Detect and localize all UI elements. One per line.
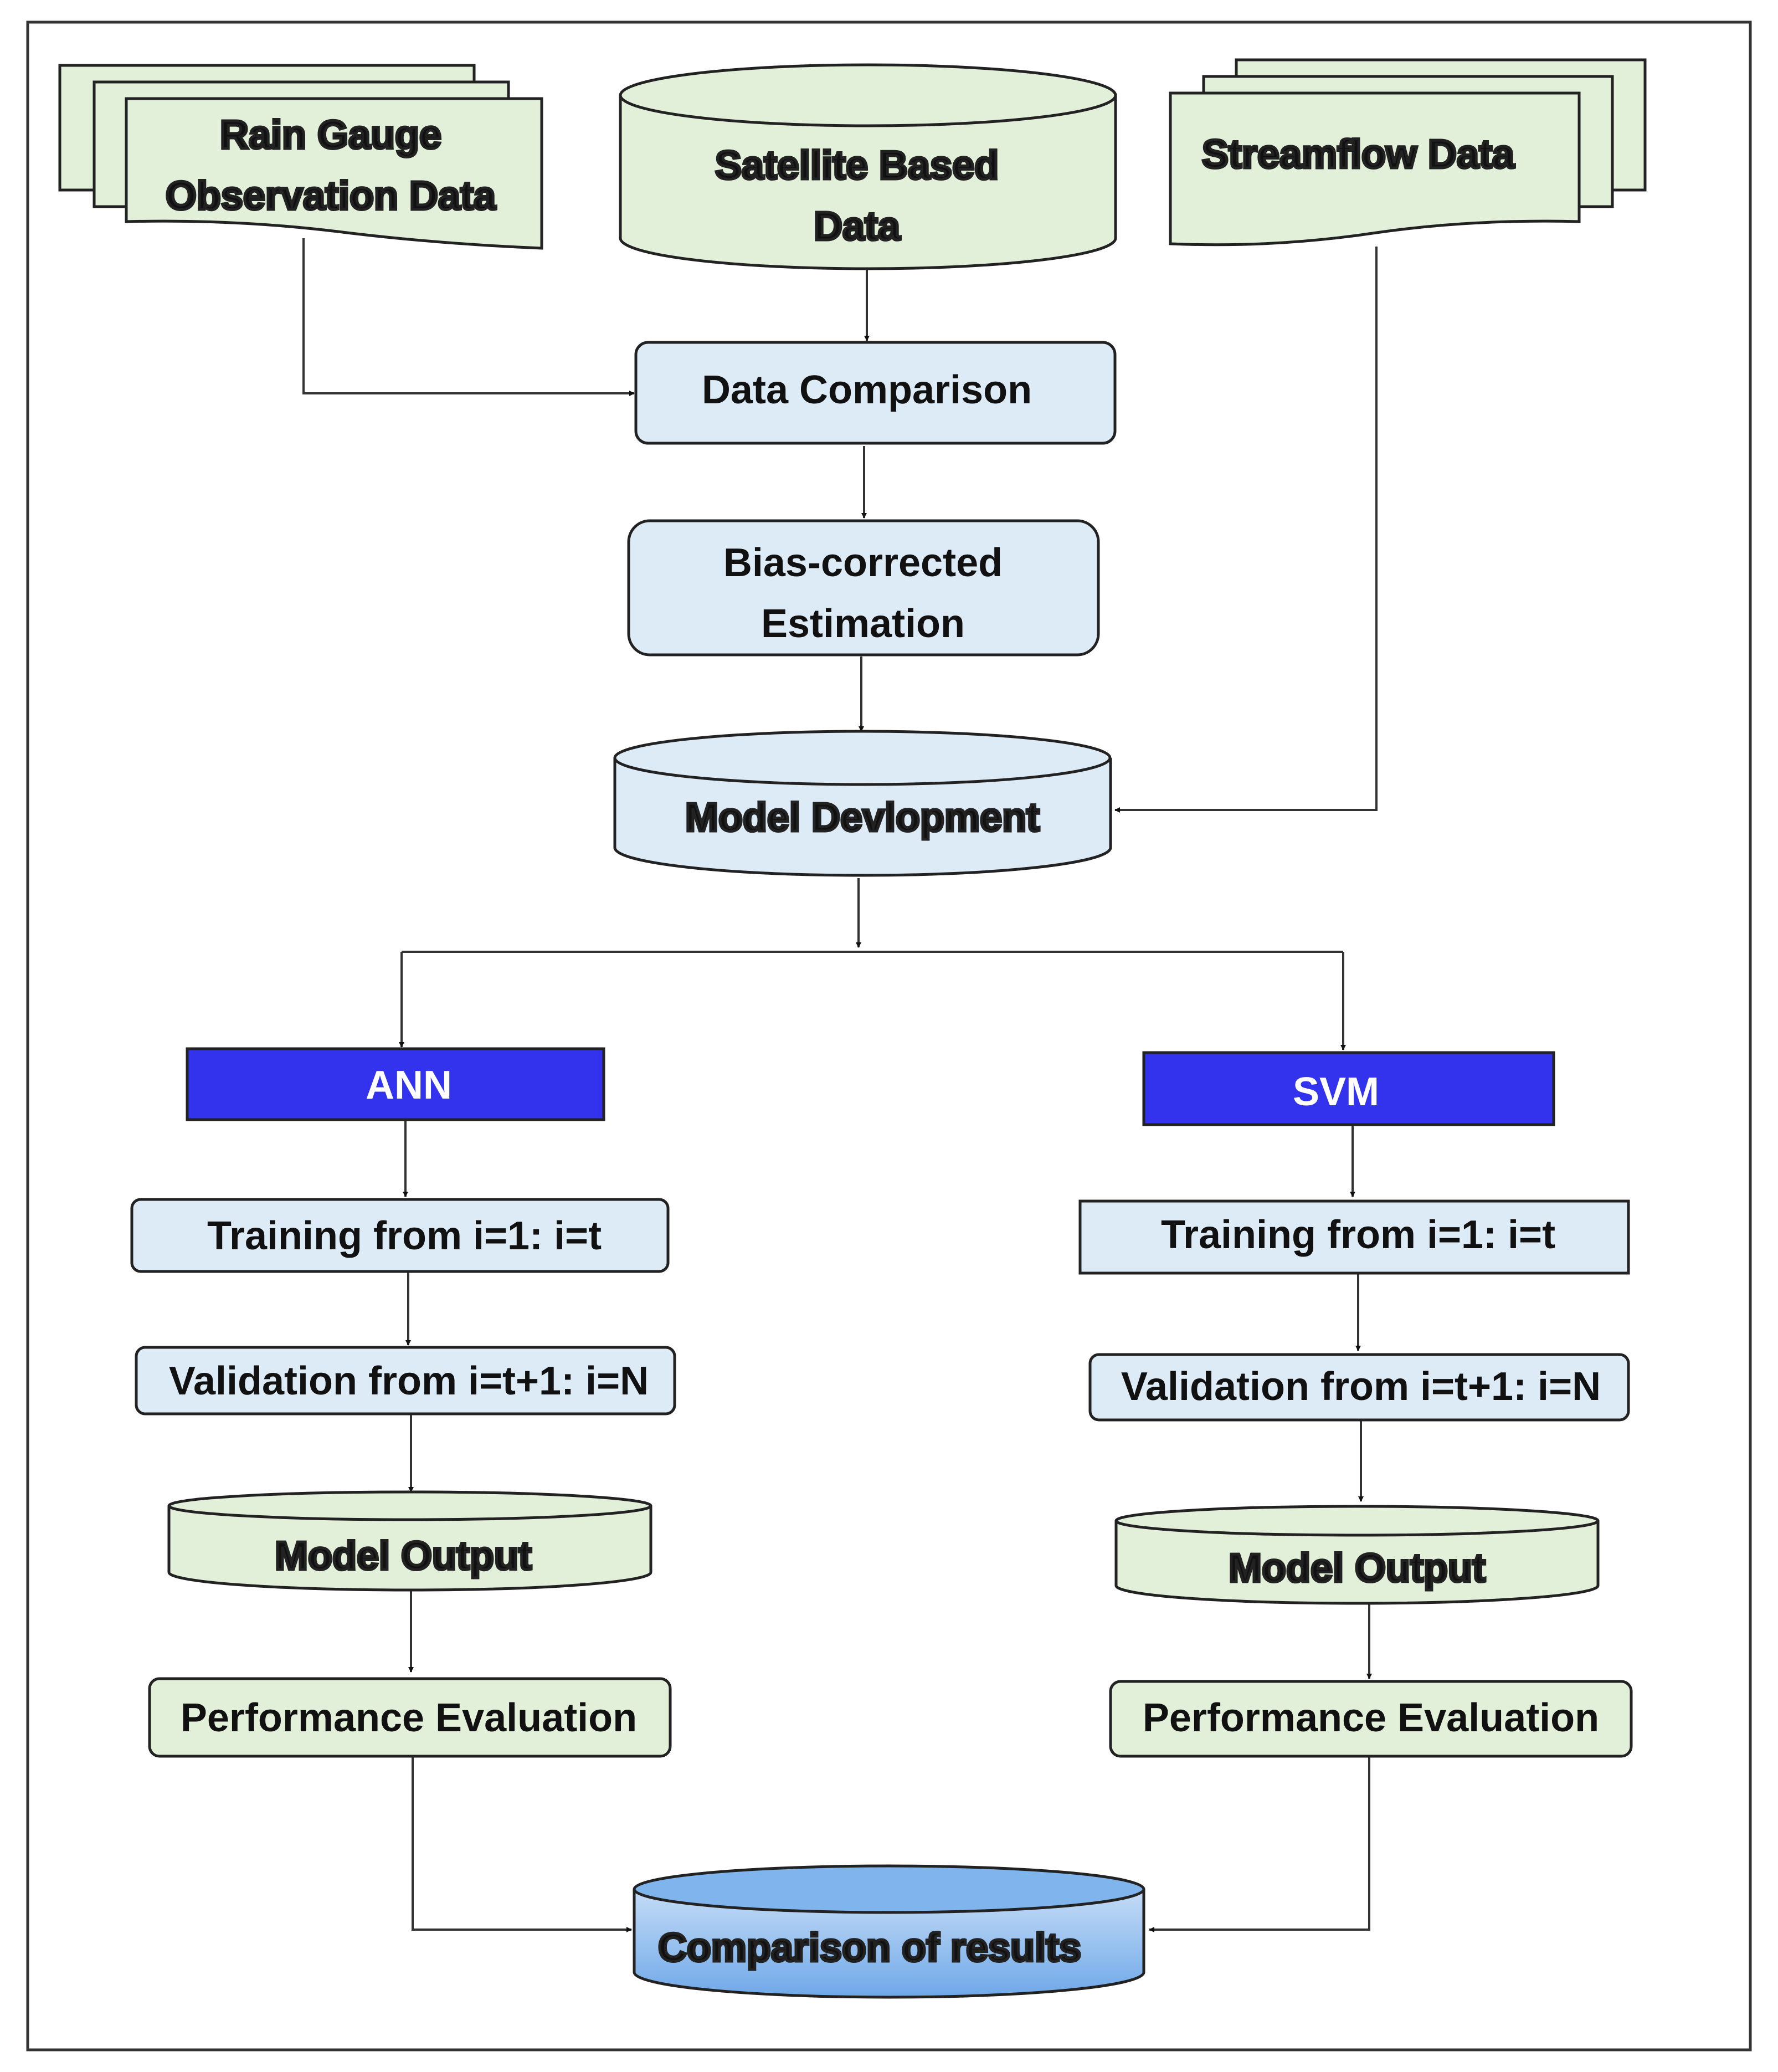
ann-output-node: Model Output	[167, 1490, 652, 1592]
satellite-node: Satellite Based Data	[619, 63, 1117, 270]
comparison-results-label: Comparison of results	[658, 1926, 1081, 1970]
rain-gauge-node: Rain Gauge Observation Data	[58, 64, 543, 250]
model-development-node: Model Devlopment	[613, 730, 1112, 877]
arrow-rain-to-comparison	[302, 238, 635, 396]
ann-node: ANN	[186, 1047, 605, 1121]
svm-training-label: Training from i=1: i=t	[1161, 1213, 1555, 1257]
satellite-label-line1: Satellite Based	[715, 143, 999, 188]
satellite-label-line2: Data	[814, 204, 901, 249]
ann-training-label: Training from i=1: i=t	[207, 1214, 602, 1258]
data-comparison-label: Data Comparison	[702, 368, 1032, 412]
svm-training-node: Training from i=1: i=t	[1078, 1199, 1630, 1275]
connectors	[302, 238, 1378, 1932]
svm-performance-node: Performance Evaluation	[1109, 1680, 1633, 1758]
ann-validation-node: Validation from i=t+1: i=N	[135, 1346, 676, 1415]
arrow-ann-performance-to-results	[412, 1755, 632, 1932]
ann-output-label: Model Output	[275, 1534, 532, 1578]
svm-label: SVM	[1293, 1070, 1379, 1114]
svm-performance-label: Performance Evaluation	[1143, 1696, 1599, 1740]
ann-performance-node: Performance Evaluation	[148, 1677, 672, 1758]
svm-validation-node: Validation from i=t+1: i=N	[1088, 1353, 1630, 1422]
svm-validation-label: Validation from i=t+1: i=N	[1121, 1365, 1601, 1409]
data-comparison-node: Data Comparison	[634, 341, 1117, 445]
ann-validation-label: Validation from i=t+1: i=N	[169, 1359, 649, 1403]
ann-performance-label: Performance Evaluation	[181, 1696, 637, 1740]
streamflow-node: Streamflow Data	[1169, 58, 1647, 247]
rain-gauge-label-line1: Rain Gauge	[220, 113, 441, 157]
svm-output-node: Model Output	[1114, 1505, 1600, 1605]
arrow-streamflow-to-model	[1114, 247, 1378, 813]
model-development-label: Model Devlopment	[685, 796, 1040, 840]
arrow-svm-performance-to-results	[1149, 1756, 1370, 1932]
bias-corrected-label-line2: Estimation	[761, 602, 965, 646]
rain-gauge-label-line2: Observation Data	[166, 174, 496, 218]
comparison-results-node: Comparison of results	[633, 1864, 1145, 1999]
ann-training-node: Training from i=1: i=t	[130, 1198, 670, 1273]
ann-label: ANN	[366, 1063, 452, 1107]
svm-output-label: Model Output	[1229, 1546, 1486, 1591]
bias-corrected-label-line1: Bias-corrected	[723, 541, 1003, 585]
streamflow-label: Streamflow Data	[1202, 132, 1515, 177]
bias-corrected-node: Bias-corrected Estimation	[627, 519, 1100, 657]
svm-node: SVM	[1142, 1051, 1555, 1126]
